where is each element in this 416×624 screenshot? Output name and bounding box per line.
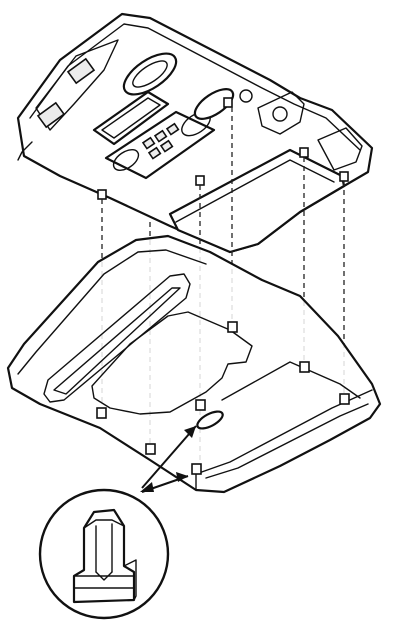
button-c (165, 122, 180, 136)
upper-clip-3 (223, 97, 233, 108)
detail-clip-face (83, 519, 125, 529)
upper-console-assembly (16, 12, 374, 254)
storage-tray-edge (175, 159, 335, 223)
lower-panel-ridge (17, 249, 207, 375)
upper-vent-inner (132, 60, 168, 88)
callout-arrow-tail (140, 482, 154, 492)
button-a (141, 136, 156, 150)
right-ledge (221, 361, 361, 401)
lower-console-panel (6, 234, 382, 494)
shift-slot (43, 273, 191, 403)
small-opening (196, 410, 224, 430)
detail-clip-body (72, 508, 136, 604)
panel-clip-1 (96, 407, 107, 419)
lower-panel-lip-bottom (205, 403, 369, 479)
upper-housing-rim (29, 23, 361, 151)
lower-panel-outline (6, 234, 382, 494)
shift-slot-inner (53, 287, 181, 395)
callout-arrowhead-lower (176, 472, 188, 482)
upper-clip-5 (339, 171, 349, 182)
storage-tray (168, 148, 346, 254)
callout-arrowhead-upper (184, 426, 196, 438)
upper-clip-1 (97, 189, 107, 200)
wire-lead (17, 141, 33, 161)
mechanism-pivot (272, 106, 288, 122)
button-d (147, 146, 162, 160)
clip-detail (38, 488, 170, 620)
right-mechanism (257, 91, 305, 135)
recess-cutout (91, 311, 253, 415)
panel-clip-6 (299, 361, 310, 373)
button-e (159, 139, 174, 153)
detail-clip-side (123, 559, 137, 601)
panel-clip-3 (195, 399, 206, 411)
detail-clip-prong (95, 571, 113, 581)
display-window (92, 90, 170, 146)
end-cap-slot-top (66, 57, 96, 85)
upper-clip-2 (195, 175, 205, 186)
callout-arrows (140, 425, 197, 493)
detail-clip-base (73, 575, 135, 589)
display-window-inner (101, 97, 161, 139)
right-bracket (317, 127, 363, 171)
panel-clip-4 (191, 463, 202, 475)
button-b (153, 129, 168, 143)
control-knob-left (112, 149, 140, 171)
panel-clip-7 (339, 393, 350, 405)
panel-clip-2 (145, 443, 156, 455)
control-cluster (104, 110, 216, 180)
mount-screw (239, 89, 253, 103)
end-cap-panel (35, 39, 119, 131)
panel-clip-5 (227, 321, 238, 333)
callout-arrow-upper (141, 425, 197, 489)
end-cap-slot-bottom (36, 101, 66, 129)
right-vent (193, 88, 235, 120)
detail-clip-slot (95, 523, 113, 573)
upper-clip-4 (299, 147, 309, 158)
upper-vent (122, 52, 178, 96)
